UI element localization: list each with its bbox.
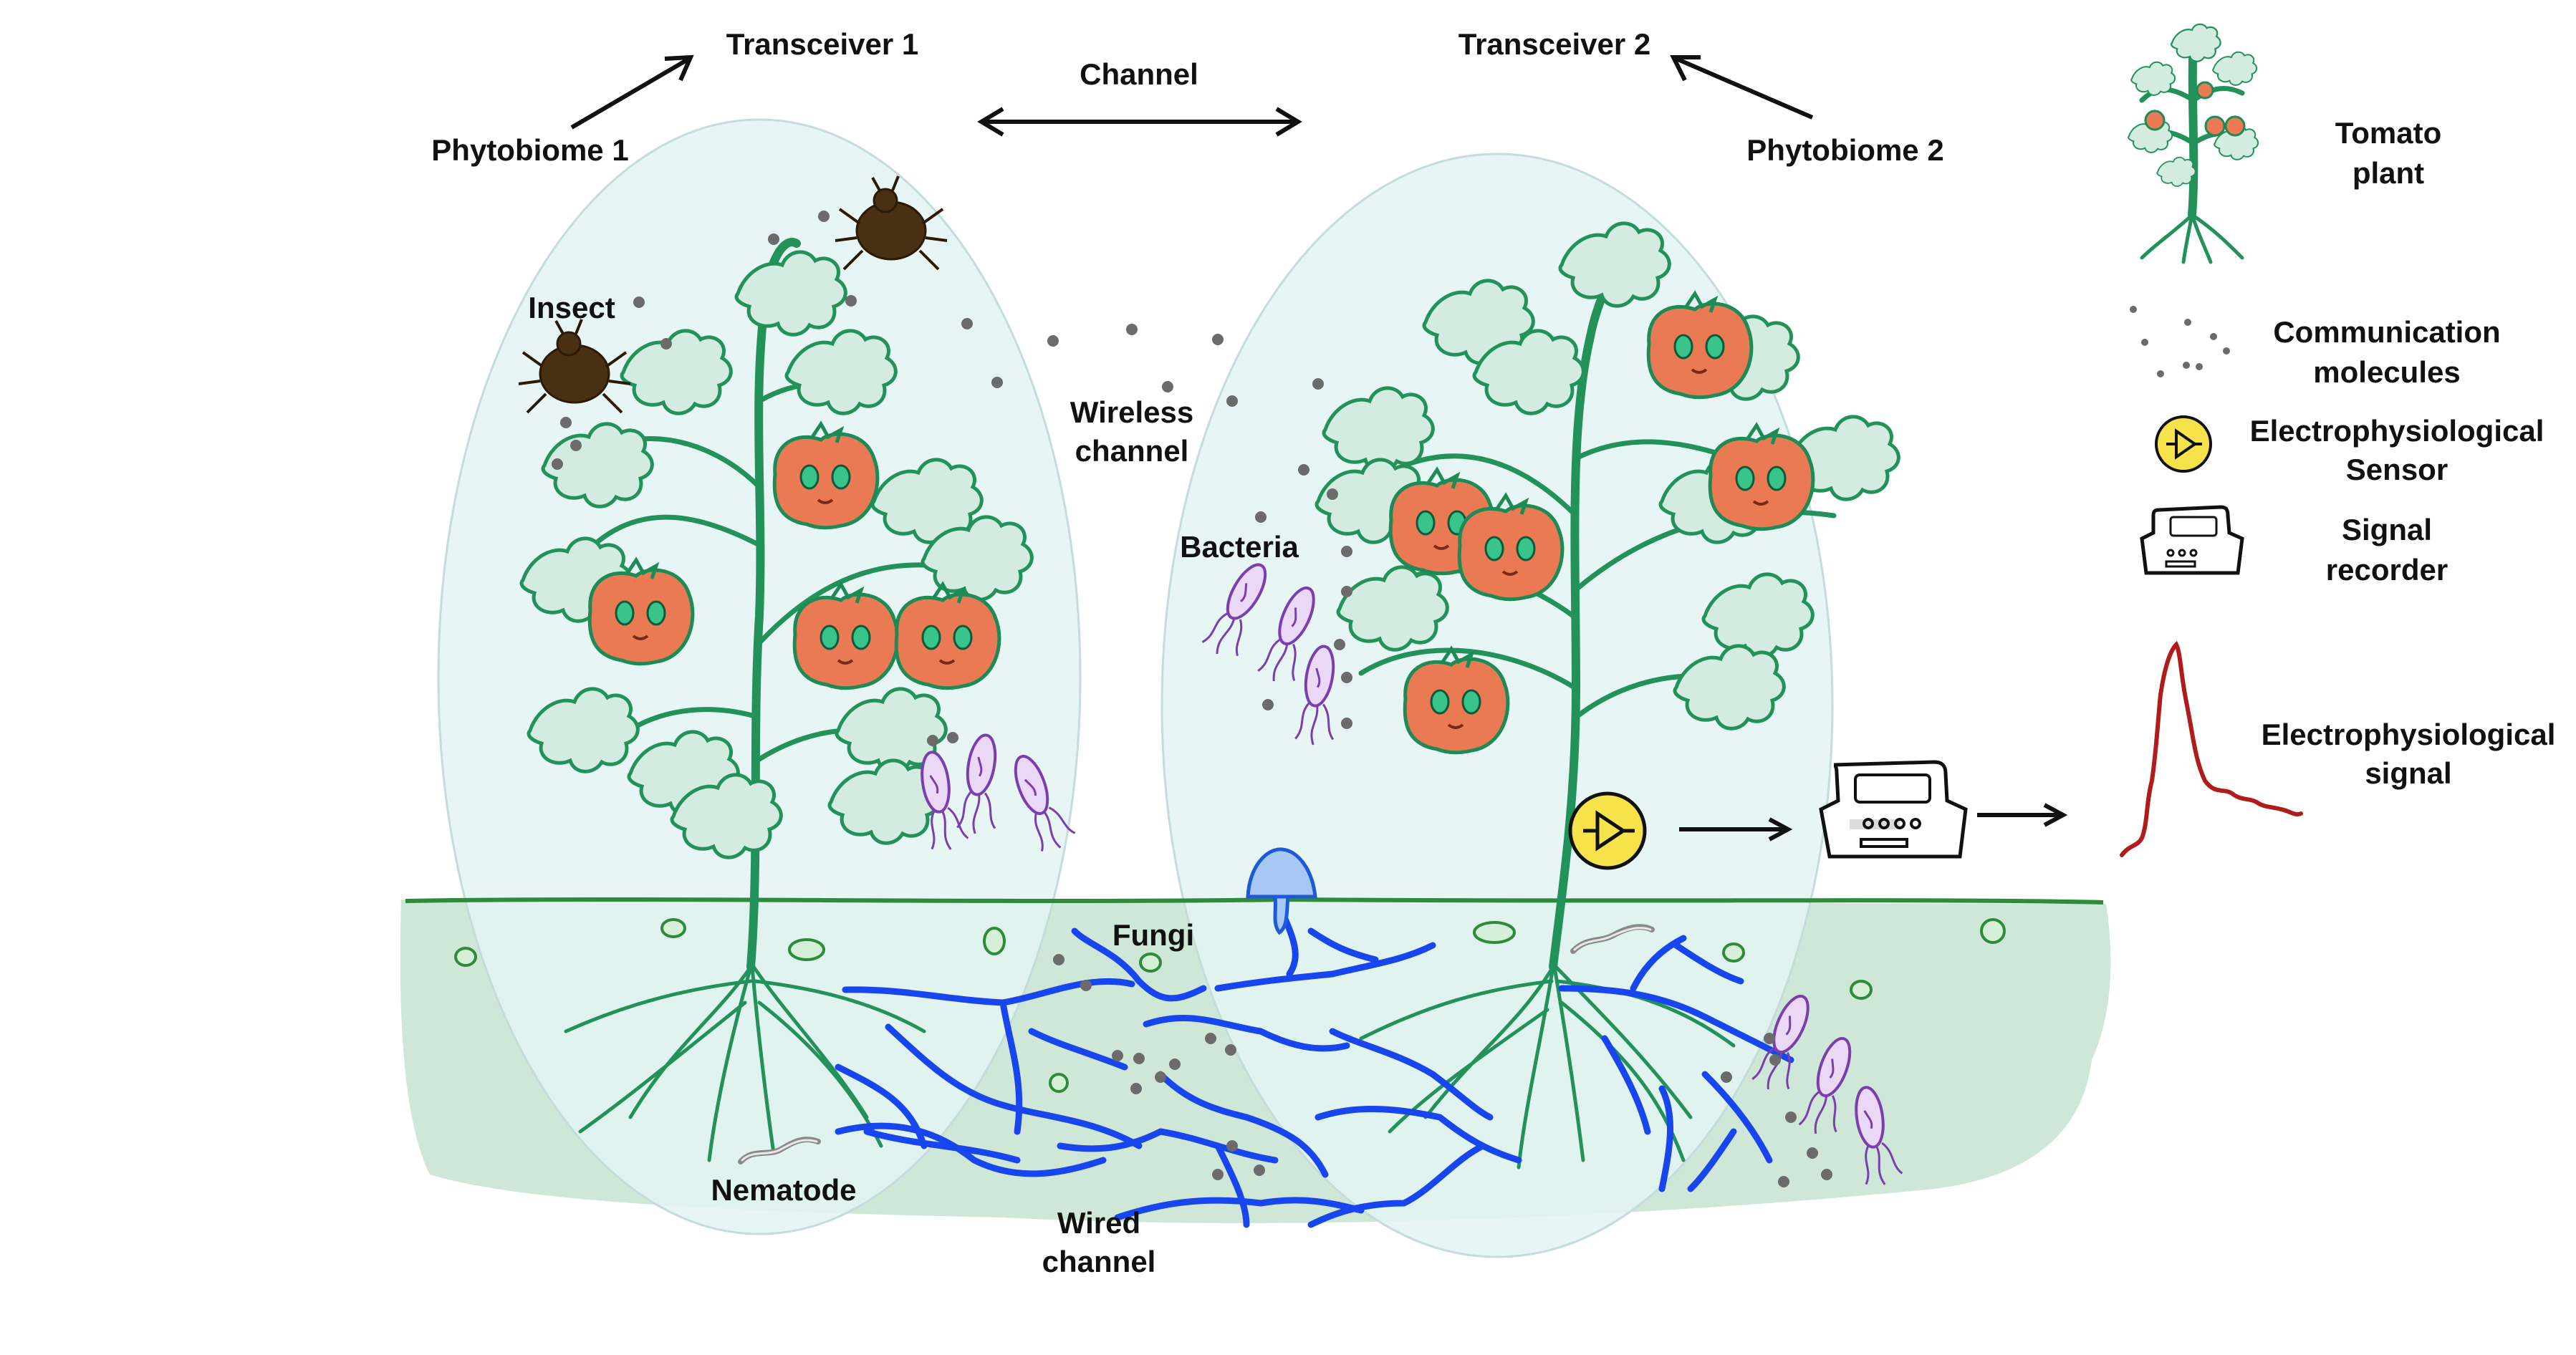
molecule-dot <box>1785 1112 1797 1123</box>
molecule-dot <box>1334 639 1345 650</box>
phytobiome-1-label: Phytobiome 1 <box>431 133 628 167</box>
molecule-dot <box>818 211 830 222</box>
molecule-dot <box>1312 378 1324 390</box>
molecule-dot <box>1225 1044 1236 1056</box>
molecule-dot <box>947 732 958 743</box>
legend-molecules-line1: Communication <box>2273 315 2500 349</box>
molecule-dot <box>633 296 645 308</box>
legend-signal-line1: Electrophysiological <box>2262 718 2556 751</box>
fungal-hyphae-network <box>835 892 1794 1228</box>
phytobiome-2-label: Phytobiome 2 <box>1746 133 1943 167</box>
molecule-dot <box>1255 511 1267 523</box>
legend-signal-line2: signal <box>2365 756 2451 790</box>
molecule-dot <box>1778 1176 1789 1187</box>
molecule-dot <box>845 295 857 307</box>
molecule-dot <box>1169 1059 1181 1070</box>
molecule-dot <box>1341 546 1352 557</box>
molecule-dot <box>1047 335 1059 347</box>
legend-tomato-plant-icon <box>2128 23 2259 264</box>
molecule-dot <box>1341 586 1352 597</box>
molecule-dot <box>1341 672 1352 683</box>
signal-recorder-icon <box>1819 760 1968 859</box>
molecule-dot <box>1341 718 1352 729</box>
legend-tomato-plant-line2: plant <box>2352 156 2424 190</box>
molecule-dot <box>1807 1147 1818 1159</box>
nematode-icon <box>738 1137 821 1164</box>
molecule-dot <box>660 338 672 349</box>
molecule-dot <box>1769 1054 1781 1066</box>
molecule-dot <box>991 377 1003 388</box>
molecule-dot <box>1053 954 1064 965</box>
legend-molecules-icon <box>2130 306 2230 377</box>
molecule-dot <box>1162 381 1173 392</box>
molecule-dot <box>1262 699 1274 710</box>
molecule-dot <box>1212 334 1224 345</box>
arrow-recorder-to-signal <box>1977 803 2068 827</box>
transceiver-1-label: Transceiver 1 <box>726 27 919 61</box>
arrow-phytobiome-2-to-transceiver-2 <box>1670 55 1814 120</box>
legend-sensor-icon <box>2155 415 2212 473</box>
legend-tomato-plant-line1: Tomato <box>2335 116 2442 150</box>
molecule-dot <box>1133 1053 1145 1064</box>
channel-double-arrow <box>977 107 1302 137</box>
wireless-channel-label-line2: channel <box>1075 434 1189 468</box>
molecule-dot <box>1130 1083 1142 1094</box>
mushroom-icon <box>1246 847 1317 935</box>
molecule-dot <box>1821 1169 1832 1180</box>
insect-label: Insect <box>528 291 615 324</box>
molecule-dot <box>1112 1050 1123 1061</box>
molecule-dot <box>1126 324 1138 335</box>
molecule-dot <box>1298 464 1309 476</box>
wireless-channel-label-line1: Wireless <box>1070 395 1193 429</box>
wired-channel-label-line2: channel <box>1042 1245 1156 1278</box>
wired-channel-label-line1: Wired <box>1057 1206 1140 1240</box>
electrophysiological-sensor-icon <box>1568 791 1647 870</box>
molecule-dot <box>927 735 938 746</box>
molecule-dot <box>1080 980 1092 991</box>
molecule-dot <box>768 233 779 245</box>
molecule-dot <box>1721 1071 1732 1083</box>
communication-molecules <box>552 211 1832 1187</box>
molecule-dot <box>1254 1164 1265 1176</box>
legend-electrophysiological-signal-icon <box>2120 640 2303 857</box>
molecule-dot <box>552 458 563 470</box>
legend-signal-recorder-icon <box>2140 505 2244 575</box>
molecule-dot <box>1212 1169 1224 1180</box>
tomato-plant-1 <box>522 238 1032 1162</box>
legend-signal-recorder-line1: Signal <box>2342 513 2432 546</box>
fungi-label: Fungi <box>1112 918 1194 952</box>
arrow-sensor-to-recorder <box>1679 817 1793 842</box>
soil-clumps <box>454 918 2006 1093</box>
nematode-icon-2 <box>1570 924 1655 954</box>
molecule-dot <box>1327 488 1338 500</box>
legend-sensor-line1: Electrophysiological <box>2250 414 2544 448</box>
molecule-dot <box>1205 1033 1216 1044</box>
legend-molecules-line2: molecules <box>2313 355 2460 389</box>
tomato-plant-2 <box>1317 223 1898 1170</box>
molecule-dot <box>1764 1033 1775 1044</box>
channel-label: Channel <box>1080 57 1198 91</box>
molecule-dot <box>1226 1140 1238 1152</box>
molecule-dot <box>1226 395 1238 407</box>
bacteria-label: Bacteria <box>1180 530 1299 564</box>
transceiver-2-label: Transceiver 2 <box>1458 27 1651 61</box>
arrow-phytobiome-1-to-transceiver-1 <box>570 54 694 130</box>
molecule-dot <box>961 318 973 329</box>
nematode-label: Nematode <box>711 1173 856 1207</box>
legend-signal-recorder-line2: recorder <box>2326 553 2448 587</box>
molecule-dot <box>570 440 582 451</box>
legend-sensor-line2: Sensor <box>2346 453 2448 486</box>
molecule-dot <box>1155 1071 1166 1083</box>
molecule-dot <box>560 417 572 428</box>
